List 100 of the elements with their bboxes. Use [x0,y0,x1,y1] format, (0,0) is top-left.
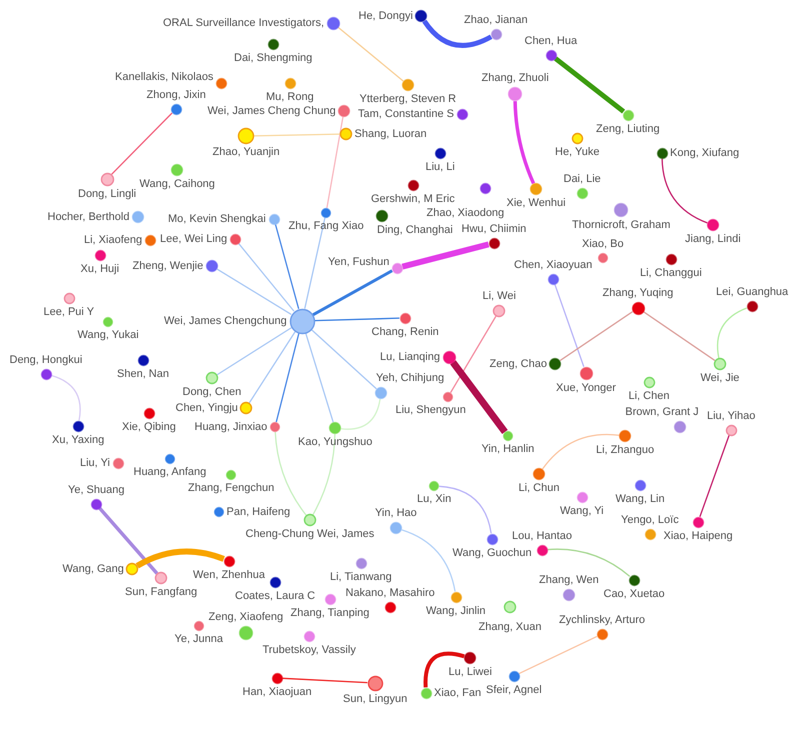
author-name: Li, Zhanguo [596,444,654,457]
author-node [337,104,351,118]
author-name: Yen, Fushun [328,256,390,269]
author-name: Huang, Anfang [134,466,206,479]
link-line [643,311,716,362]
author-name: Yeh, Chihjung [376,372,444,385]
author-name: Yin, Hao [375,507,417,520]
author-name: Li, Chen [628,390,670,402]
author-node [456,108,468,120]
author-node [170,102,182,116]
author-name: Li, Tianwang [330,570,392,584]
author-node [266,38,280,50]
author-node [713,357,727,371]
author-node [328,421,342,435]
author-name: Hocher, Berthold [48,210,130,224]
author-name: Liu, Yi [80,456,110,470]
link-line [542,434,619,470]
author-node [706,218,720,232]
author-name: Zeng, Liuting [596,122,660,136]
author-name: Hwu, Chiimin [462,222,526,236]
link-line [111,112,173,175]
author-node [536,544,548,556]
author-name: Deng, Hongkui [10,354,82,366]
author-name: Xiao, Bo [582,238,624,251]
author-node [94,248,106,262]
author-node [434,146,446,160]
author-node [205,259,219,273]
author-node [102,316,114,328]
author-node [112,456,124,470]
author-name: Mo, Kevin Shengkai [168,212,266,226]
author-node [270,672,284,684]
author-name: Sun, Lingyun [343,692,408,706]
author-node [642,376,656,388]
link-line [450,316,496,393]
author-node [578,366,594,380]
author-node [502,430,514,442]
link-line [254,133,340,136]
author-name: Xue, Yonger [556,382,616,394]
author-node [170,163,184,177]
author-name: Chen, Yingju [176,402,238,414]
author-node [570,132,584,144]
author-node [90,498,102,510]
link-line [312,269,393,316]
author-node [596,628,608,640]
author-name: Ye, Shuang [68,484,124,496]
author-node [428,480,440,492]
author-name: Coates, Laura C [235,590,316,602]
author-node [131,210,145,224]
author-node [193,620,205,632]
link-line [402,529,456,592]
author-name: Kao, Yungshuo [298,436,372,449]
author-node [238,625,254,641]
author-node [239,401,253,415]
author-node [450,590,462,604]
author-node [634,478,646,492]
author-node [562,588,576,602]
author-name: Zhao, Jianan [464,14,528,26]
author-name: Xiao, Fan [434,686,482,700]
author-node [673,420,687,434]
author-name: Kong, Xiufang [670,146,740,160]
author-node [628,574,640,586]
link-line [314,318,400,322]
link-line [513,101,536,184]
author-name: Ding, Changhai [377,224,453,237]
author-name: Kanellakis, Nikolaos [115,71,214,84]
author-node [324,592,336,606]
author-name: Chang, Renin [372,326,439,338]
author-name: Wang, Yukai [78,329,139,342]
link-line [136,548,225,568]
author-name: Lu, Liwei [448,666,492,679]
link-line [518,636,598,674]
author-node [237,127,255,145]
link-line [422,20,492,48]
author-node [390,262,404,274]
author-name: Wei, James Cheng Chung [208,104,336,118]
author-name: Dong, Lingli [78,188,136,200]
author-node [144,234,156,246]
author-name: Xu, Huji [80,262,120,276]
author-name: Wen, Zhenhua [193,568,265,582]
author-name: Zeng, Xiaofeng [208,611,284,624]
link-line [548,548,630,577]
author-name: Zhong, Jixin [146,88,206,102]
author-name: Ye, Junna [174,633,224,646]
author-name: Nakano, Masahiro [346,586,435,600]
link-line [341,398,381,430]
author-node [508,670,520,682]
author-name: Thornicroft, Graham [572,219,670,232]
author-node [507,86,523,102]
author-name: Xu, Yaxing [52,434,104,446]
author-node [724,424,738,436]
author-node [142,406,156,420]
author-name: Wang, Jinlin [426,604,486,618]
author-node [656,146,668,160]
author-name: Mu, Rong [266,90,314,104]
author-node [164,453,176,465]
author-name: Wei, James Chengchung [164,314,287,328]
author-node [228,232,242,246]
author-node [320,207,332,219]
author-node [576,490,588,504]
author-name: Wang, Gang [62,562,124,576]
